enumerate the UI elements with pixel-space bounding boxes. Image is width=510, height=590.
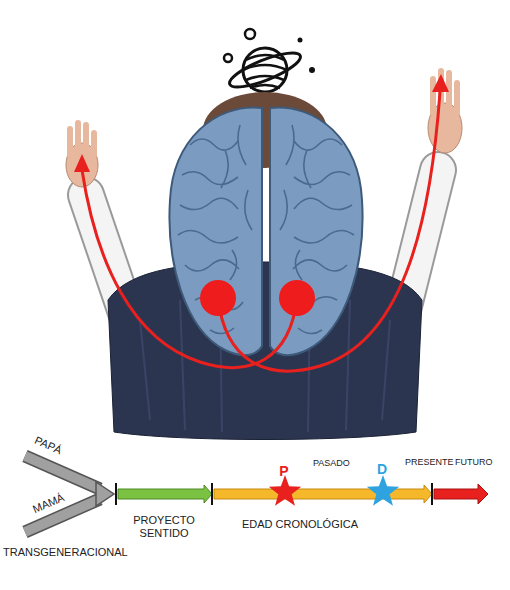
timeline-part bbox=[118, 485, 212, 503]
timeline-part bbox=[25, 456, 100, 489]
planet-icon-part bbox=[298, 38, 303, 43]
crossing-arrows-part bbox=[74, 154, 90, 172]
stage-label: EDAD CRONOLÓGICA bbox=[242, 518, 358, 531]
person-figure-part bbox=[67, 126, 73, 158]
time-label: PRESENTE bbox=[405, 457, 454, 467]
planet-icon-part bbox=[226, 46, 304, 93]
timeline-part bbox=[367, 475, 399, 506]
timeline-part bbox=[214, 485, 432, 503]
person-figure-part bbox=[108, 262, 422, 440]
crossing-arrows-part bbox=[200, 280, 236, 316]
timeline-part bbox=[96, 482, 114, 506]
star-letter: D bbox=[377, 461, 387, 477]
planet-icon-part bbox=[224, 54, 232, 62]
brain-part bbox=[178, 125, 252, 334]
timeline-part bbox=[269, 475, 301, 506]
crossing-arrows-part bbox=[82, 170, 297, 368]
stage-label: PROYECTO SENTIDO bbox=[129, 514, 199, 539]
person-figure bbox=[66, 68, 462, 440]
time-label: PASADO bbox=[313, 458, 350, 468]
star-letter: P bbox=[279, 463, 288, 479]
parent-label: PAPÁ bbox=[32, 433, 63, 456]
person-figure-part bbox=[140, 300, 390, 432]
brain-part bbox=[169, 108, 262, 356]
timeline-part bbox=[115, 483, 117, 505]
crossing-arrows bbox=[74, 74, 449, 371]
crossing-arrows-part bbox=[279, 280, 315, 316]
person-figure-part bbox=[91, 130, 97, 158]
brain bbox=[169, 108, 362, 356]
brain-part bbox=[280, 125, 354, 334]
person-figure-part bbox=[454, 80, 460, 116]
person-figure-part bbox=[430, 76, 436, 116]
planet-icon-part bbox=[245, 29, 255, 39]
parent-label: MAMÁ bbox=[30, 491, 65, 516]
crossing-arrows-part bbox=[218, 92, 440, 371]
person-figure-part bbox=[83, 122, 89, 156]
time-label: FUTURO bbox=[455, 457, 493, 467]
timeline-part bbox=[434, 484, 488, 504]
person-figure-part bbox=[75, 120, 81, 156]
planet-icon-part bbox=[309, 67, 315, 73]
crossing-arrows-part bbox=[432, 74, 449, 92]
timeline-part bbox=[25, 456, 100, 489]
timeline-part bbox=[211, 483, 213, 505]
timeline bbox=[25, 456, 488, 532]
timeline-part bbox=[431, 483, 433, 505]
brain-part bbox=[270, 108, 363, 356]
origin-label: TRANSGENERACIONAL bbox=[3, 546, 128, 559]
